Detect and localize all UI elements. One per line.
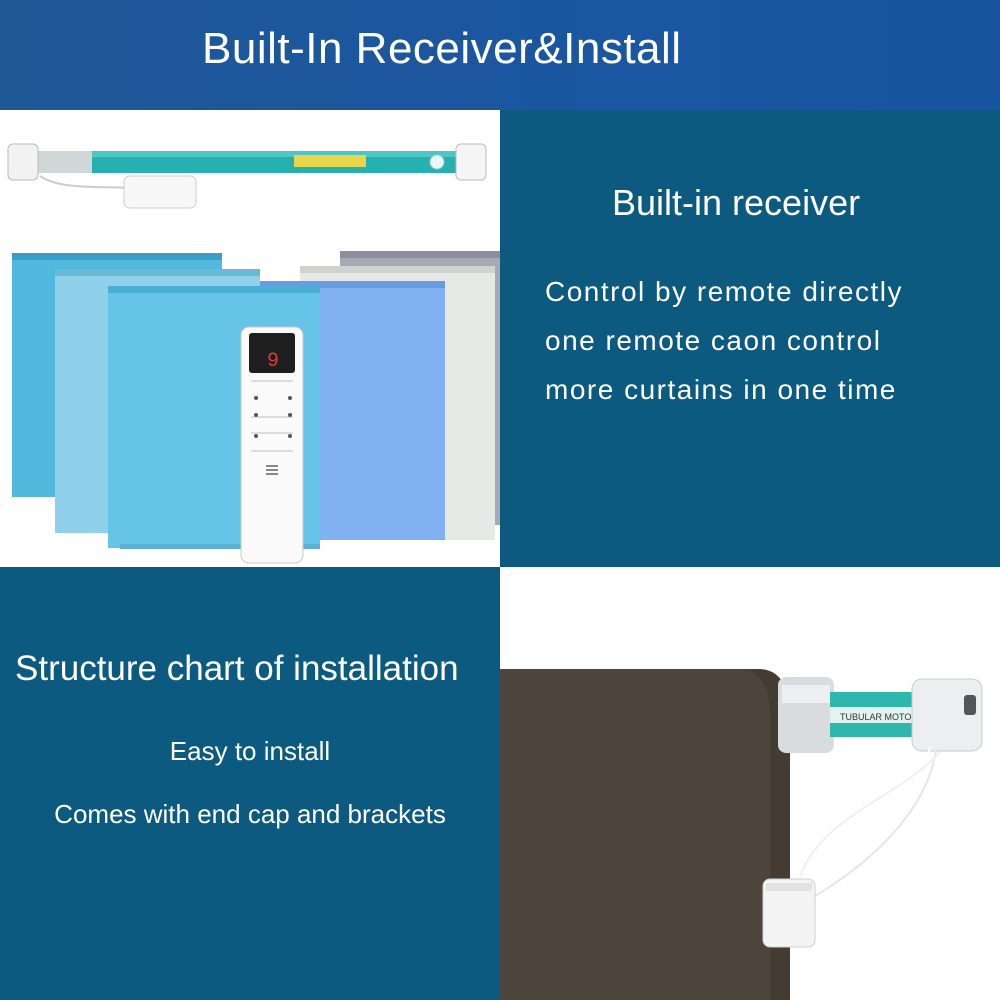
remote-display-digit: 9 — [267, 350, 279, 373]
tubular-motor-image — [7, 143, 487, 181]
receiver-module-image — [762, 878, 816, 948]
motor-head-image — [911, 678, 983, 752]
installation-illustration: TUBULAR MOTOR — [500, 669, 983, 1000]
receiver-line-3: more curtains in one time — [545, 374, 897, 405]
page-title: Built-In Receiver&Install — [202, 24, 682, 73]
installation-heading: Structure chart of installation — [15, 649, 459, 688]
product-illustration-panel: 9 — [0, 110, 500, 567]
end-cap-image — [778, 677, 834, 753]
installation-photo-panel: TUBULAR MOTOR — [500, 567, 1000, 1000]
header-bar: Built-In Receiver&Install — [0, 0, 1000, 110]
product-illustration: 9 — [7, 143, 500, 564]
receiver-cable-image — [799, 746, 941, 900]
roller-blinds-image — [12, 251, 500, 549]
receiver-line-2: one remote caon control — [545, 325, 882, 356]
installation-info-panel: Structure chart of installation Easy to … — [0, 567, 500, 1000]
receiver-info-panel: Built-in receiver Control by remote dire… — [500, 110, 1000, 567]
roller-shade-image — [500, 669, 790, 1000]
receiver-heading: Built-in receiver — [612, 182, 861, 223]
installation-line-1: Easy to install — [169, 736, 331, 766]
receiver-line-1: Control by remote directly — [545, 276, 904, 307]
motor-label-text: TUBULAR MOTOR — [840, 712, 918, 722]
remote-control-image — [240, 326, 304, 564]
receiver-box-image — [39, 175, 197, 209]
installation-line-2: Comes with end cap and brackets — [54, 799, 446, 829]
